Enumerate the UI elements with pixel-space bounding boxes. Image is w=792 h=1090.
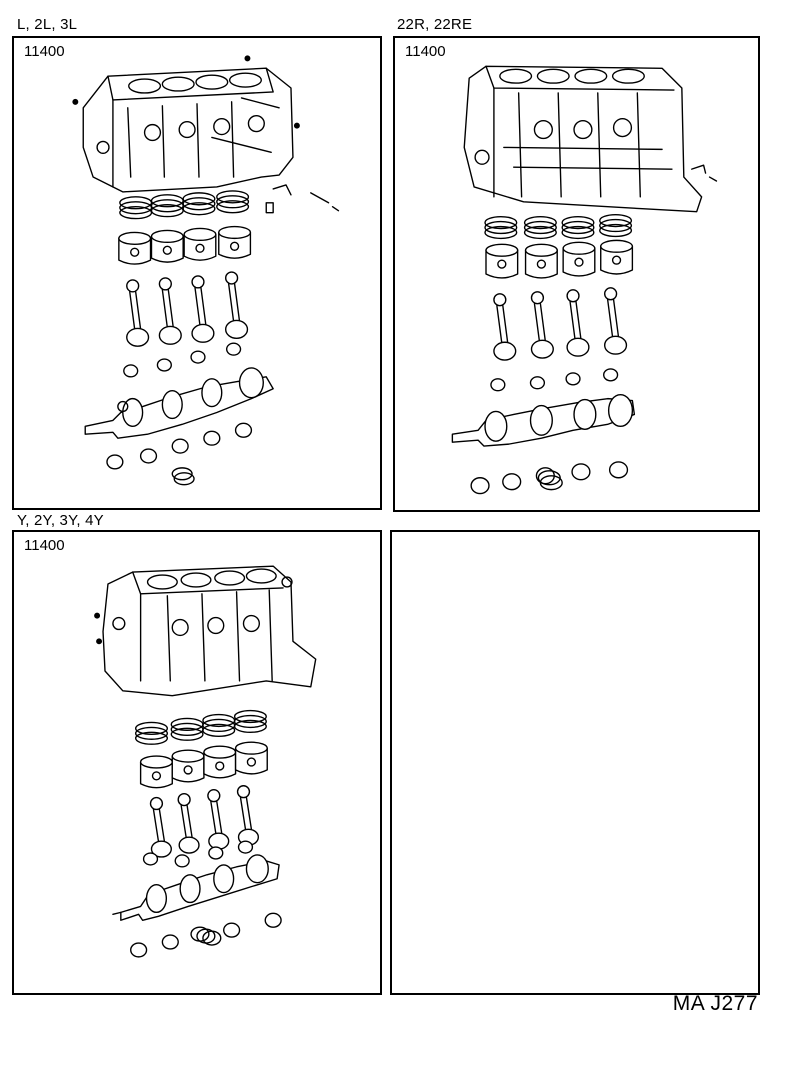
engine-label-22r-22re: 22R, 22RE bbox=[397, 16, 473, 33]
engine-label-l-2l-3l: L, 2L, 3L bbox=[17, 16, 78, 33]
part-number: 11400 bbox=[24, 43, 65, 60]
connecting-rod-icon bbox=[493, 287, 628, 361]
rod-bearing-icon bbox=[490, 368, 619, 392]
panel-22r-22re: 11400 bbox=[393, 36, 760, 512]
panel-empty bbox=[390, 530, 760, 995]
engine-label-y-2y-3y-4y: Y, 2Y, 3Y, 4Y bbox=[17, 512, 104, 529]
short-block-exploded-view bbox=[451, 65, 718, 495]
rod-bearing-icon bbox=[123, 342, 242, 378]
main-bearing-icon bbox=[106, 422, 253, 470]
piston-icon bbox=[118, 225, 252, 265]
thrust-washer-icon bbox=[537, 470, 563, 491]
piston-icon bbox=[485, 239, 634, 279]
crankshaft-icon bbox=[84, 367, 274, 439]
engine-block-icon bbox=[72, 55, 340, 214]
thrust-washer-icon bbox=[190, 926, 222, 946]
crankshaft-icon bbox=[451, 393, 636, 447]
panel-l-2l-3l: 11400 bbox=[12, 36, 382, 510]
part-number: 11400 bbox=[24, 537, 65, 554]
panel-y-2y-3y-4y: 11400 bbox=[12, 530, 382, 995]
engine-block-icon bbox=[463, 65, 718, 213]
crankshaft-icon bbox=[112, 854, 280, 921]
piston-icon bbox=[139, 741, 268, 789]
short-block-exploded-view bbox=[94, 565, 317, 958]
connecting-rod-icon bbox=[149, 785, 260, 858]
connecting-rod-icon bbox=[126, 271, 249, 347]
piston-ring-set-icon bbox=[134, 709, 267, 745]
engine-block-icon bbox=[94, 565, 317, 697]
reference-code: MA J277 bbox=[672, 992, 758, 1015]
main-bearing-icon bbox=[130, 912, 282, 958]
thrust-washer-icon bbox=[171, 467, 195, 486]
piston-ring-set-icon bbox=[484, 213, 633, 240]
rod-bearing-icon bbox=[142, 840, 254, 868]
short-block-exploded-view bbox=[72, 55, 340, 486]
piston-ring-set-icon bbox=[119, 190, 250, 220]
part-number: 11400 bbox=[405, 43, 446, 60]
